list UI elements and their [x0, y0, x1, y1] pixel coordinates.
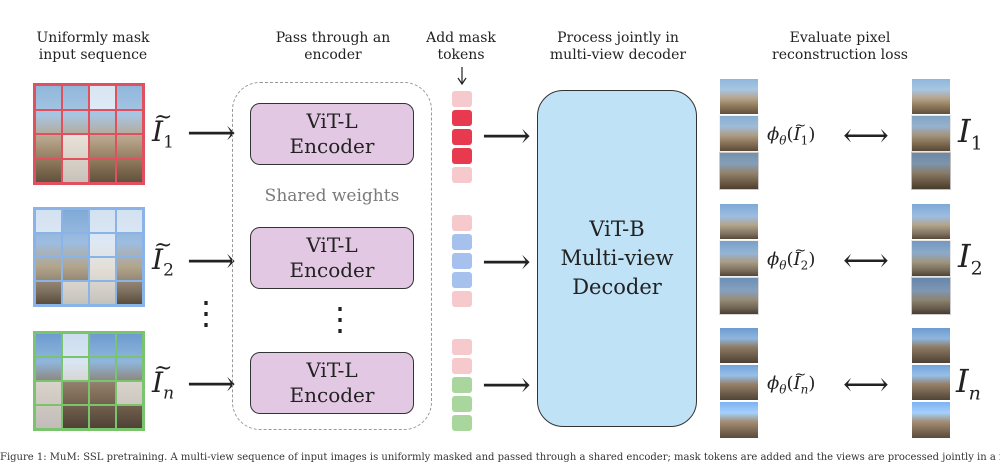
input-image-n: [33, 331, 145, 431]
token-2-1: [452, 215, 472, 231]
token-2-3: [452, 253, 472, 269]
encoder-vdots: ⋮: [324, 300, 356, 338]
header-tokens: Add mask tokens: [426, 30, 496, 63]
decoder-arrow-1: ⟶: [482, 116, 531, 156]
input-arrow-n: ⟶: [187, 364, 236, 404]
header-decoder: Process jointly in multi-view decoder: [549, 30, 687, 63]
target-label-2: I2: [958, 237, 983, 280]
reconstruction-1: [719, 78, 761, 190]
phi-label-1: ϕθ(~I1): [767, 118, 816, 148]
token-1-2: [452, 110, 472, 126]
token-3-2: [452, 358, 472, 374]
loss-arrow-1: ⟷: [843, 116, 889, 154]
token-3-1: [452, 339, 472, 355]
decoder-box: ViT-B Multi-view Decoder: [537, 90, 697, 427]
tokens-down-arrow: [457, 67, 467, 86]
loss-arrow-n: ⟷: [843, 365, 889, 403]
figure-caption: Figure 1: MuM: SSL pretraining. A multi-…: [0, 452, 1000, 463]
phi-label-2: ϕθ(~I2): [767, 243, 816, 273]
loss-arrow-2: ⟷: [843, 241, 889, 279]
decoder-arrow-n: ⟶: [482, 365, 531, 405]
encoder-group: [232, 82, 432, 430]
target-label-n: In: [956, 362, 981, 405]
decoder-arrow-2: ⟶: [482, 242, 531, 282]
token-1-3: [452, 129, 472, 145]
token-1-5: [452, 167, 472, 183]
token-3-3: [452, 377, 472, 393]
token-2-4: [452, 272, 472, 288]
phi-label-n: ϕθ(~In): [767, 367, 816, 397]
target-1: [911, 78, 953, 190]
target-n: [911, 327, 953, 439]
header-mask: Uniformly mask input sequence: [36, 30, 150, 63]
token-3-4: [452, 396, 472, 412]
header-loss: Evaluate pixel reconstruction loss: [772, 30, 908, 63]
input-label-2: ~I2: [152, 233, 174, 281]
token-1-4: [452, 148, 472, 164]
token-2-5: [452, 291, 472, 307]
token-2-2: [452, 234, 472, 250]
target-label-1: I1: [958, 112, 983, 155]
header-encoder: Pass through an encoder: [275, 30, 391, 63]
token-1-1: [452, 91, 472, 107]
input-label-1: ~I1: [152, 105, 174, 153]
reconstruction-n: [719, 327, 761, 439]
target-2: [911, 203, 953, 315]
token-3-5: [452, 415, 472, 431]
input-arrow-2: ⟶: [187, 241, 236, 281]
input-vdots: ⋮: [190, 294, 222, 332]
input-image-1: [33, 83, 145, 185]
shared-weights-label: Shared weights: [264, 186, 400, 206]
input-label-n: ~In: [152, 356, 175, 404]
input-image-2: [33, 207, 145, 307]
reconstruction-2: [719, 203, 761, 315]
input-arrow-1: ⟶: [187, 113, 236, 153]
